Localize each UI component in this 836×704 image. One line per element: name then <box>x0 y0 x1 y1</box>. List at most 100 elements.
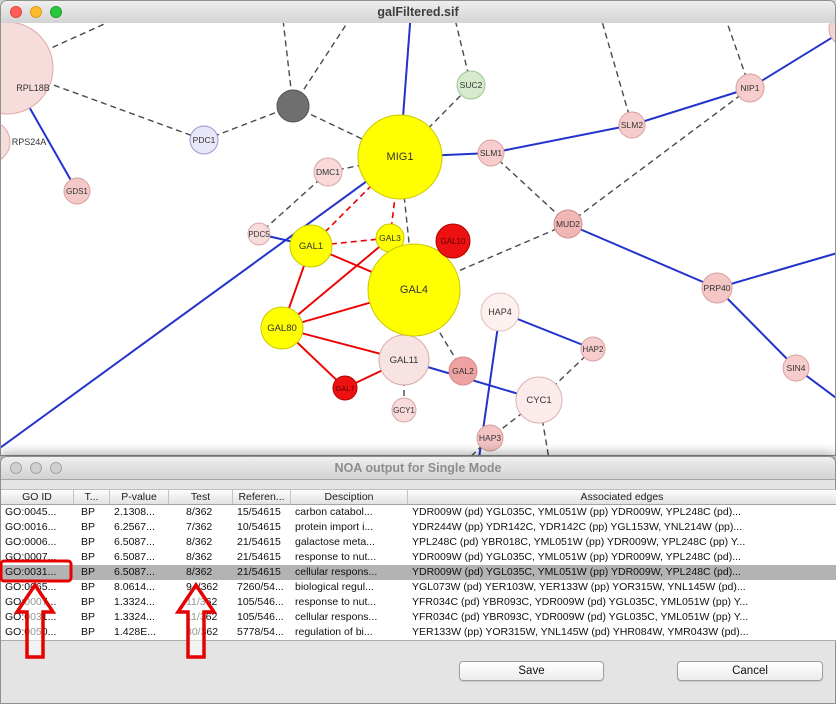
cell-description: regulation of bi... <box>295 626 373 638</box>
network-node-dmc1[interactable]: DMC1 <box>313 157 343 187</box>
node-label: GAL7 <box>335 384 354 393</box>
cell-associated-edges: YPL248C (pd) YBR018C, YML051W (pp) YDR00… <box>412 536 746 548</box>
column-header-type[interactable]: T... <box>74 490 110 504</box>
column-header-associated-edges[interactable]: Associated edges <box>408 490 836 504</box>
node-label: HAP4 <box>488 307 512 317</box>
network-node-pdc5[interactable]: PDC5 <box>247 222 271 246</box>
cell-test: 11/362 <box>186 596 218 608</box>
noa-zoom-button[interactable] <box>50 462 62 474</box>
network-node-prp40[interactable]: PRP40 <box>701 272 733 304</box>
network-edge[interactable] <box>281 237 391 329</box>
network-node-gal2[interactable]: GAL2 <box>448 356 478 386</box>
node-label: CYC1 <box>526 395 551 406</box>
network-node-gal11[interactable]: GAL11 <box>378 334 430 386</box>
cell-type: BP <box>81 506 96 518</box>
network-edge[interactable] <box>1 156 401 453</box>
network-edge[interactable] <box>567 87 751 225</box>
node-label: GAL1 <box>299 241 323 252</box>
network-node-gal7[interactable]: GAL7 <box>332 375 358 401</box>
cell-reference: 10/54615 <box>237 521 281 533</box>
column-header-go-id[interactable]: GO ID <box>1 490 74 504</box>
network-node-gal10[interactable]: GAL10 <box>435 223 471 259</box>
network-edge[interactable] <box>490 124 633 154</box>
close-button[interactable] <box>10 6 22 18</box>
network-node-pdc1[interactable]: PDC1 <box>189 125 219 155</box>
column-header-p-value[interactable]: P-value <box>110 490 169 504</box>
node-label: MUD2 <box>556 219 580 229</box>
network-node-gal1[interactable]: GAL1 <box>289 224 333 268</box>
cell-test: 8/362 <box>186 536 213 548</box>
network-node-slm1[interactable]: SLM1 <box>477 139 505 167</box>
network-edge[interactable] <box>399 84 472 158</box>
network-node-mud2[interactable]: MUD2 <box>553 209 583 239</box>
network-node-gds1[interactable]: GDS1 <box>63 177 91 205</box>
network-node-rpl18b[interactable]: RPL18B <box>1 23 54 115</box>
network-node-slm2[interactable]: SLM2 <box>618 111 646 139</box>
main-titlebar[interactable]: galFiltered.sif <box>1 1 835 24</box>
cell-associated-edges: YGL073W (pd) YER103W, YER133W (pp) YOR31… <box>412 581 746 593</box>
network-edge[interactable] <box>749 29 835 89</box>
network-edge[interactable] <box>292 23 355 107</box>
minimize-button[interactable] <box>30 6 42 18</box>
cancel-button[interactable]: Cancel <box>677 661 823 681</box>
network-node-gal3[interactable]: GAL3 <box>375 223 405 253</box>
network-node-sin4[interactable]: SIN4 <box>782 354 810 382</box>
cell-reference: 21/54615 <box>237 566 281 578</box>
zoom-button[interactable] <box>50 6 62 18</box>
column-header-description[interactable]: Desciption <box>291 490 408 504</box>
cell-go-id: GO:0031... <box>5 611 57 623</box>
network-node-darknode[interactable] <box>276 89 310 123</box>
network-node-gal4[interactable]: GAL4 <box>367 243 461 337</box>
network-node-mig1[interactable]: MIG1 <box>357 114 443 200</box>
cell-type: BP <box>81 521 96 533</box>
network-node-gcy1[interactable]: GCY1 <box>391 397 417 423</box>
column-header-test[interactable]: Test <box>169 490 233 504</box>
network-node-topright[interactable] <box>828 23 835 46</box>
cell-p-value: 6.5087... <box>114 536 155 548</box>
network-edge[interactable] <box>413 223 569 291</box>
network-node-hap2[interactable]: HAP2 <box>580 336 606 362</box>
noa-window-title: NOA output for Single Mode <box>334 461 502 475</box>
column-header-reference[interactable]: Referen... <box>233 490 291 504</box>
cell-p-value: 1.3324... <box>114 611 155 623</box>
cell-reference: 105/546... <box>237 596 284 608</box>
noa-close-button[interactable] <box>10 462 22 474</box>
network-node-hap4[interactable]: HAP4 <box>480 292 520 332</box>
network-edge[interactable] <box>490 152 569 225</box>
network-node-suc2[interactable]: SUC2 <box>456 70 486 100</box>
cell-test: 8/362 <box>186 551 213 563</box>
cell-reference: 21/54615 <box>237 536 281 548</box>
network-edge[interactable] <box>631 87 751 126</box>
cell-go-id: GO:0065... <box>5 581 57 593</box>
network-edge[interactable] <box>716 287 797 369</box>
noa-titlebar[interactable]: NOA output for Single Mode <box>1 457 835 480</box>
cell-go-id: GO:0016... <box>5 521 57 533</box>
network-node-gal80[interactable]: GAL80 <box>260 306 304 350</box>
save-button[interactable]: Save <box>459 661 604 681</box>
network-node-cyc1[interactable]: CYC1 <box>515 376 563 424</box>
network-node-nip1[interactable]: NIP1 <box>735 73 765 103</box>
network-node-hap3[interactable]: HAP3 <box>476 424 504 452</box>
node-label: GAL3 <box>379 233 401 243</box>
network-edge[interactable] <box>716 249 835 289</box>
network-edge[interactable] <box>258 171 329 235</box>
network-edge[interactable] <box>567 223 718 289</box>
network-edge[interactable] <box>203 105 294 141</box>
node-label: GAL11 <box>390 355 419 366</box>
node-label: MIG1 <box>387 151 414 163</box>
noa-minimize-button[interactable] <box>30 462 42 474</box>
network-edge[interactable] <box>599 23 633 126</box>
network-node-rps24a[interactable]: RPS24A <box>1 121 46 163</box>
